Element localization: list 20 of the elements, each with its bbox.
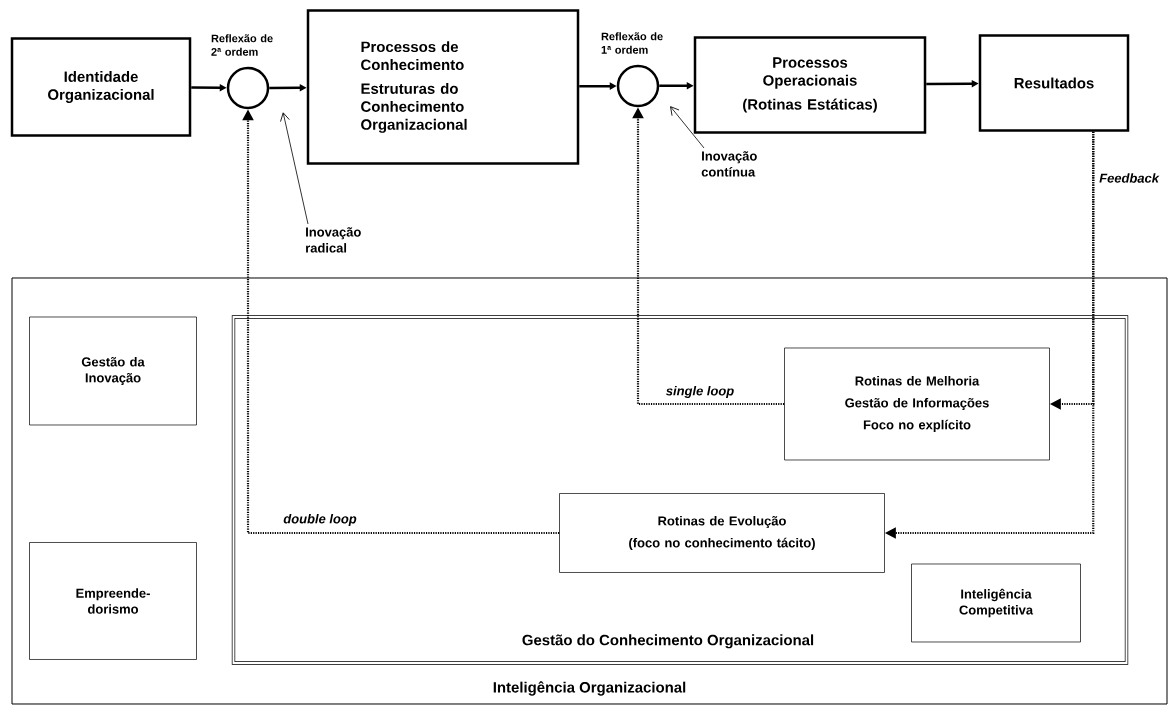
summing-circle	[226, 66, 270, 110]
topic-box: Inteligência Competitiva	[911, 563, 1081, 643]
beside-label: Reflexão de 2ª ordem	[211, 34, 273, 56]
edge-label: double loop	[282, 512, 358, 528]
leader-line	[670, 106, 705, 149]
edge-label: Feedback	[1098, 172, 1160, 184]
annotation-text: Inovação contínua	[701, 151, 757, 177]
topic-box: Gestão da Inovação	[29, 316, 197, 426]
summing-circle	[616, 64, 660, 108]
topic-box: Rotinas de Evolução (foco no conhecimento tácito)	[559, 493, 885, 573]
topic-box: Rotinas de Melhoria Gestão de Informações Foco no explícito	[784, 347, 1050, 461]
annotation-text: Inovação radical	[306, 227, 361, 253]
process-box: Processos Operacionais (Rotinas Estáticas)	[693, 36, 927, 134]
edge-label: single loop	[664, 384, 736, 400]
process-box: Processos de Conhecimento Estruturas do Conhecimento Organizacional	[306, 9, 580, 165]
process-box: Resultados	[978, 34, 1130, 132]
leader-line	[280, 112, 309, 225]
beside-label: Reflexão de 1ª ordem	[601, 32, 663, 54]
topic-box: Empreende- dorismo	[29, 542, 197, 660]
process-box: Identidade Organizacional	[10, 37, 192, 137]
